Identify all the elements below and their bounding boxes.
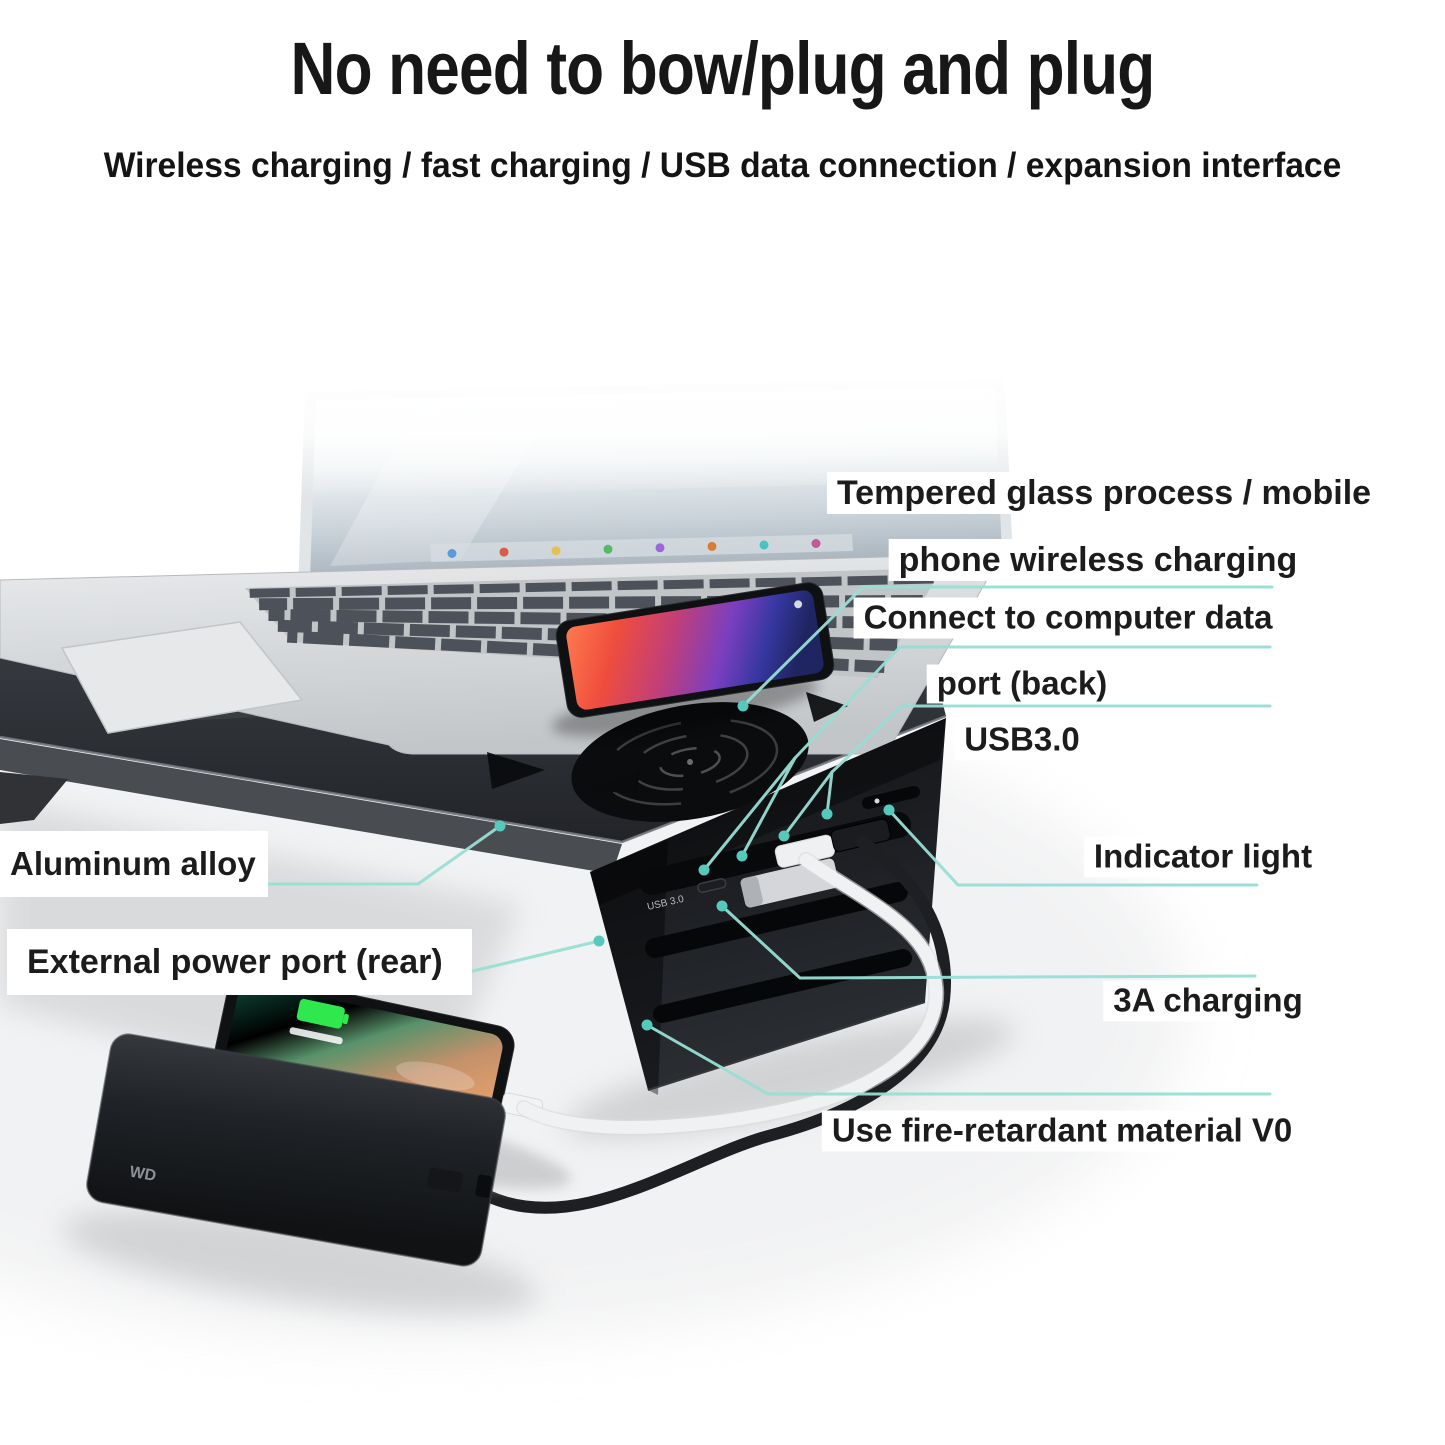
callout-usb-data-line2: port (back) bbox=[926, 664, 1118, 704]
leader-usb-data-2a bbox=[782, 770, 834, 838]
page-subtitle: Wireless charging / fast charging / USB … bbox=[103, 146, 1342, 185]
vent-slot-lower bbox=[653, 949, 912, 1023]
phone-on-pad-screen bbox=[566, 590, 824, 710]
leader-indicator bbox=[887, 808, 1259, 887]
dot-port-4 bbox=[821, 808, 833, 820]
stand-front-face: USB 3.0 bbox=[590, 718, 946, 1095]
indicator-led-icon bbox=[874, 798, 880, 804]
dot-port-3 bbox=[778, 830, 790, 842]
leader-tempered-glass bbox=[741, 585, 1274, 708]
leader-usb-data-1 bbox=[793, 645, 1272, 760]
hdd-cable-connector bbox=[427, 1167, 463, 1193]
battery-icon-tip bbox=[342, 1013, 349, 1025]
pad-center-dot bbox=[687, 759, 693, 765]
callout-usb-data-line1: Connect to computer data bbox=[853, 597, 1283, 639]
dot-indicator bbox=[883, 804, 895, 816]
leader-external-power bbox=[450, 939, 601, 978]
leader-usb-data-2 bbox=[830, 704, 1272, 774]
white-usb-cable bbox=[517, 853, 943, 1134]
usb-c-port bbox=[697, 878, 727, 893]
callout-indicator-light: Indicator light bbox=[1083, 836, 1323, 878]
dock-icons bbox=[447, 539, 821, 558]
callout-aluminum-alloy: Aluminum alloy bbox=[0, 831, 268, 897]
dot-external-power bbox=[593, 935, 605, 947]
arrow-left-icon bbox=[487, 752, 545, 789]
phone-camera-dot bbox=[794, 600, 803, 609]
platform-underside bbox=[0, 739, 622, 874]
callout-3a-charging: 3A charging bbox=[1103, 980, 1313, 1022]
dot-aluminum bbox=[494, 820, 506, 832]
leader-usb-data-1b bbox=[702, 756, 797, 872]
hdd-port bbox=[475, 1174, 492, 1198]
hdd-shadow bbox=[62, 1210, 538, 1314]
callout-tempered-glass-line2: phone wireless charging bbox=[888, 538, 1308, 582]
stand-left-foot bbox=[0, 772, 68, 824]
screen-overexposure-fade bbox=[296, 354, 1015, 498]
battery-icon bbox=[296, 998, 345, 1029]
face-bottom-edge bbox=[647, 1001, 926, 1091]
dot-port-1 bbox=[736, 850, 748, 862]
callout-external-power: External power port (rear) bbox=[7, 929, 472, 995]
dot-port-2 bbox=[698, 864, 710, 876]
page-title: No need to bow/plug and plug bbox=[290, 27, 1156, 110]
dot-fire-retardant bbox=[641, 1019, 653, 1031]
trackpad bbox=[60, 621, 304, 734]
leader-aluminum bbox=[260, 824, 502, 886]
leader-fire-retardant bbox=[645, 1023, 1272, 1096]
charging-text-pill bbox=[289, 1027, 343, 1045]
face-top-shadow bbox=[590, 718, 946, 905]
screen-dock bbox=[430, 534, 853, 562]
dot-wireless-pad bbox=[737, 700, 749, 712]
arrow-front-icon bbox=[588, 770, 640, 794]
laptop-base bbox=[0, 553, 1003, 755]
dot-3a-charging bbox=[716, 900, 728, 912]
leader-lines bbox=[260, 585, 1274, 1096]
leader-usb-data-2b bbox=[825, 770, 834, 816]
stand-leg bbox=[590, 840, 668, 1095]
callout-usb-data-line3: USB3.0 bbox=[954, 719, 1090, 761]
hdd-logo-text: WD bbox=[128, 1164, 157, 1185]
platform-front-edge bbox=[0, 714, 947, 844]
arrow-right-icon bbox=[806, 692, 848, 722]
external-hard-drive: WD bbox=[86, 1033, 506, 1267]
leader-dots bbox=[494, 700, 895, 1031]
callout-tempered-glass-line1: Tempered glass process / mobile bbox=[826, 471, 1382, 515]
leader-usb-data-1a bbox=[740, 756, 797, 858]
laptop-screen bbox=[296, 354, 1015, 590]
callout-fire-retardant: Use fire-retardant material V0 bbox=[821, 1110, 1303, 1152]
glass-arrow-marks bbox=[487, 692, 848, 794]
leader-3a-charging bbox=[720, 904, 1257, 980]
